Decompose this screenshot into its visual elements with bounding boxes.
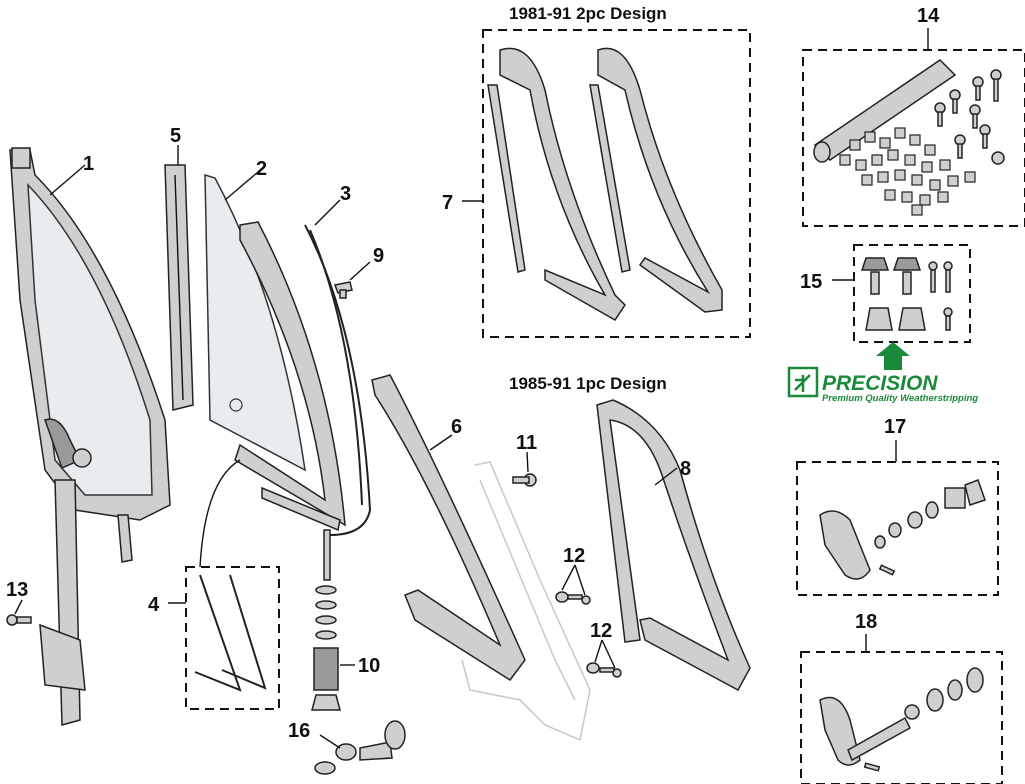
part-glass-channel bbox=[234, 221, 346, 532]
callout-1: 1 bbox=[83, 153, 94, 175]
part-17-box bbox=[796, 461, 999, 596]
callout-16: 16 bbox=[288, 720, 310, 742]
callout-13: 13 bbox=[6, 579, 28, 601]
callout-15: 15 bbox=[800, 271, 822, 293]
callout-10: 10 bbox=[358, 655, 380, 677]
part-7-box bbox=[482, 29, 751, 338]
part-7-two-piece-seals bbox=[487, 47, 723, 321]
precision-logo: PRECISION Premium Quality Weatherstrippi… bbox=[787, 366, 978, 404]
header-1pc-design: 1985-91 1pc Design bbox=[509, 374, 667, 393]
callout-3: 3 bbox=[340, 183, 351, 205]
callout-7: 7 bbox=[442, 192, 453, 214]
leader-part-16 bbox=[319, 734, 341, 749]
part-18-handle-kit bbox=[819, 667, 984, 772]
leader-part-1 bbox=[49, 164, 86, 196]
part-3-seal bbox=[304, 224, 372, 536]
callout-12-upper: 12 bbox=[563, 545, 585, 567]
leader-part-8 bbox=[654, 467, 678, 486]
part-16-pivot-knob bbox=[314, 720, 406, 775]
callout-17: 17 bbox=[884, 416, 906, 438]
callout-5: 5 bbox=[170, 125, 181, 147]
part-1-vent-frame-assembly bbox=[9, 147, 171, 726]
header-2pc-design: 1981-91 2pc Design bbox=[509, 4, 667, 23]
part-13-screw bbox=[6, 614, 32, 626]
part-5-channel-strip bbox=[164, 164, 194, 411]
part-15-box bbox=[853, 244, 971, 343]
callout-18: 18 bbox=[855, 611, 877, 633]
leader-part-12b-2 bbox=[601, 639, 616, 669]
part-14-box bbox=[802, 49, 1025, 227]
part-9-plug bbox=[333, 281, 353, 299]
part-17-handle-kit bbox=[819, 479, 986, 580]
callout-12-lower: 12 bbox=[590, 620, 612, 642]
part-4-glass-seals bbox=[194, 574, 267, 692]
part-11-screw bbox=[512, 473, 537, 487]
leader-part-2 bbox=[224, 171, 259, 201]
part-2-vent-glass bbox=[204, 173, 306, 472]
leader-part-3 bbox=[314, 199, 341, 226]
leader-part-13 bbox=[14, 599, 23, 615]
leader-part-12b-1 bbox=[594, 639, 603, 663]
callout-4: 4 bbox=[148, 594, 160, 616]
part-10-pivot-spring-stack bbox=[311, 529, 341, 711]
part-8-one-piece-seal bbox=[596, 399, 751, 692]
leader-part-9 bbox=[349, 261, 371, 281]
leader-part-4-curve bbox=[199, 459, 241, 568]
logo-name: PRECISION bbox=[822, 372, 938, 395]
callout-8: 8 bbox=[680, 458, 691, 480]
leader-part-12a-1 bbox=[561, 564, 576, 591]
arrow-up-icon bbox=[876, 342, 910, 370]
leader-part-11 bbox=[526, 451, 529, 473]
callout-11: 11 bbox=[516, 432, 537, 454]
part-14-hardware-kit bbox=[813, 59, 1005, 216]
leader-part-6 bbox=[429, 434, 453, 451]
callout-6: 6 bbox=[451, 416, 462, 438]
part-4-box bbox=[185, 566, 280, 710]
part-6-one-piece-seal bbox=[371, 374, 526, 682]
part-15-bolt-kit bbox=[860, 257, 953, 331]
part-18-box bbox=[800, 651, 1003, 784]
leader-part-12a-2 bbox=[574, 564, 586, 596]
part-12-rivets-upper bbox=[555, 591, 591, 605]
callout-14: 14 bbox=[917, 5, 940, 27]
callout-9: 9 bbox=[373, 245, 384, 267]
part-12-rivets-lower bbox=[586, 662, 622, 678]
ghost-door-frame bbox=[461, 461, 591, 742]
callout-2: 2 bbox=[256, 158, 267, 180]
logo-tagline: Premium Quality Weatherstripping bbox=[822, 393, 978, 404]
